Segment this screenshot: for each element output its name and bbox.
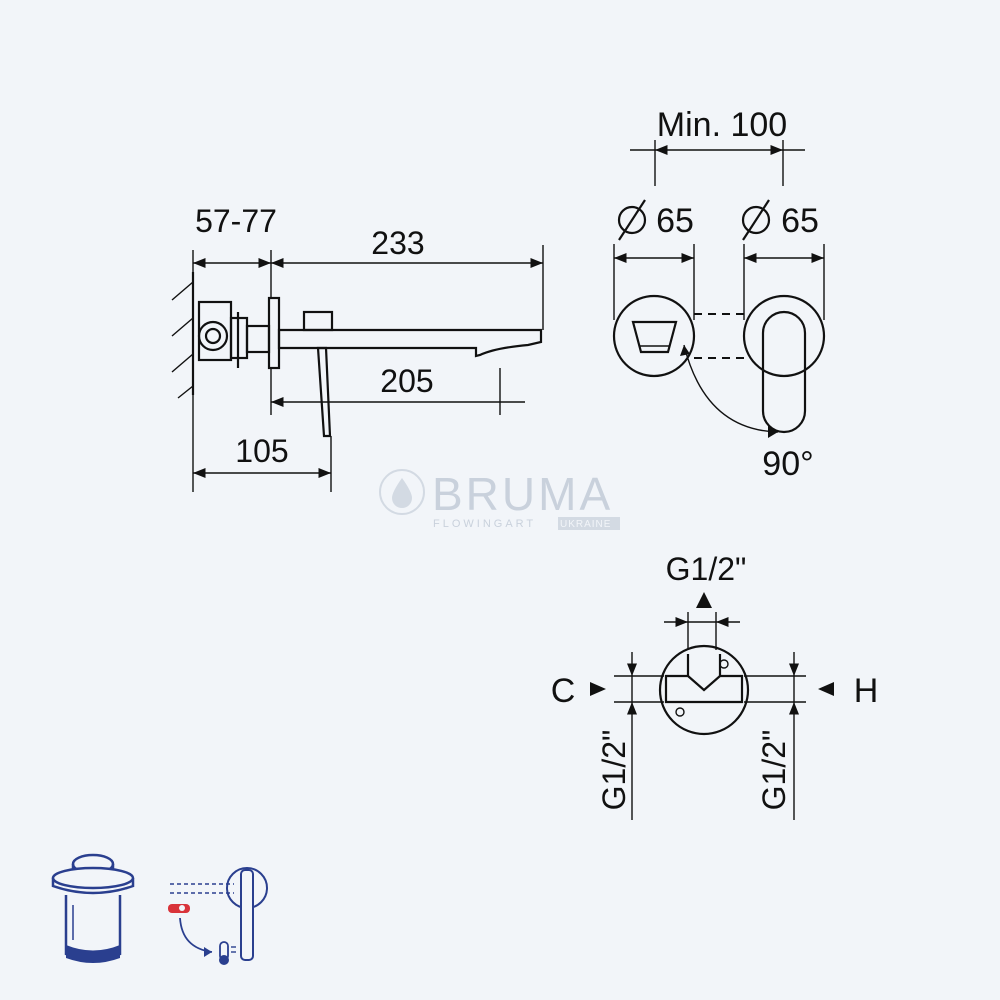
brand-region: UKRAINE bbox=[560, 519, 611, 530]
wall-hatch bbox=[171, 272, 195, 399]
brand-tagline: FLOWINGART bbox=[433, 518, 536, 530]
dim-spout-length-label: 233 bbox=[371, 225, 424, 261]
lever-front bbox=[761, 310, 807, 434]
lever-handle bbox=[316, 346, 332, 438]
diameter-symbol-icon bbox=[741, 199, 771, 241]
brand-watermark: BRUMA FLOWINGART UKRAINE bbox=[379, 468, 620, 530]
arrow-right-icon bbox=[590, 682, 606, 696]
hot-label: H bbox=[854, 672, 879, 710]
spout-outlet bbox=[631, 320, 678, 354]
dim-min-spacing: Min. 100 bbox=[630, 106, 805, 186]
rotation-angle-label: 90° bbox=[762, 445, 813, 483]
pop-up-waste-icon bbox=[51, 853, 135, 963]
dim-spout-length: 233 bbox=[271, 225, 544, 330]
front-view: 90° Min. 100 65 bbox=[612, 106, 826, 483]
lever-rosette bbox=[742, 294, 826, 378]
valve-cartridge bbox=[664, 674, 744, 704]
diameter-symbol-icon bbox=[617, 199, 647, 241]
dim-diameter-right: 65 bbox=[741, 199, 825, 320]
dim-spout-projection-label: 205 bbox=[380, 363, 433, 399]
dim-diameter-left-label: 65 bbox=[656, 202, 694, 240]
cold-label: C bbox=[551, 672, 576, 710]
valve-body bbox=[197, 300, 271, 368]
dim-depth-label: 57-77 bbox=[195, 203, 277, 239]
brand-name: BRUMA bbox=[432, 468, 613, 520]
arrow-up-icon bbox=[696, 592, 712, 608]
dim-top-thread: G1/2" bbox=[664, 551, 746, 650]
wall-plate bbox=[267, 296, 281, 370]
spout bbox=[277, 328, 543, 358]
right-thread-label: G1/2" bbox=[756, 730, 792, 811]
spout-rosette bbox=[612, 294, 696, 378]
dim-diameter-left: 65 bbox=[613, 199, 695, 320]
side-view: 57-77 233 205 105 bbox=[171, 203, 544, 492]
arrow-left-icon bbox=[818, 682, 834, 696]
drop-logo-icon bbox=[379, 469, 425, 515]
left-thread-label: G1/2" bbox=[596, 730, 632, 811]
concealed-mixer-icon bbox=[168, 867, 268, 965]
cold-connection: C G1/2" bbox=[551, 652, 664, 820]
dim-depth: 57-77 bbox=[192, 203, 277, 298]
top-thread-label: G1/2" bbox=[666, 551, 747, 587]
dim-diameter-right-label: 65 bbox=[781, 202, 819, 240]
dim-min-spacing-label: Min. 100 bbox=[657, 106, 787, 144]
connection-view: G1/2" C G1/2" H G1/2" bbox=[551, 551, 878, 820]
dim-base-label: 105 bbox=[235, 433, 288, 469]
valve-housing bbox=[658, 644, 750, 736]
dim-spout-projection: 205 bbox=[270, 363, 525, 415]
hot-connection: H G1/2" bbox=[744, 652, 878, 820]
dim-base: 105 bbox=[192, 395, 332, 492]
top-cap bbox=[302, 310, 334, 332]
rotation-arc bbox=[683, 344, 779, 433]
